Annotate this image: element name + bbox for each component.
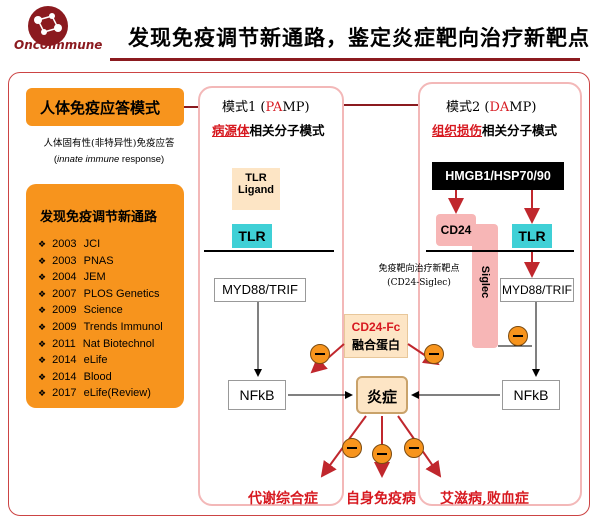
mode1-tlr: TLR [232,224,272,248]
siglec-label: Siglec [479,265,491,299]
publication-item: ❖ 2004 JEM [38,271,163,288]
publication-journal: Science [83,304,123,317]
publication-journal: eLife(Review) [83,387,151,400]
cd24-box: CD24 [436,214,476,246]
publication-item: ❖ 2003 JCI [38,238,163,255]
diamond-bullet-icon: ❖ [38,288,47,299]
response-mode-title: 人体免疫应答模式 [40,99,161,117]
discovery-title: 发现免疫调节新通路 [40,210,158,225]
target-note: 免疫靶向治疗新靶点 (CD24-Siglec) [378,264,460,288]
inhibit-minus-icon [310,344,330,364]
publication-list: ❖ 2003 JCI ❖ 2003 PNAS ❖ 2004 JEM ❖ 2007 PLOS G… [38,238,163,404]
publication-item: ❖ 2017 eLife(Review) [38,387,163,404]
discovery-panel: 发现免疫调节新通路 ❖ 2003 JCI ❖ 2003 PNAS ❖ 2004 JEM ❖ 2… [26,184,184,408]
innate-line-english: (innate immune response) [53,154,165,165]
publication-journal: PLOS Genetics [83,287,160,300]
mode2-title: 模式2 (DAMP) [446,100,537,115]
diamond-bullet-icon: ❖ [38,305,47,316]
outcome-metabolic: 代谢综合症 [248,491,318,507]
outcome-aids-sepsis: 艾滋病,败血症 [440,491,529,507]
publication-year: 2009 [52,304,77,317]
publication-year: 2003 [52,238,77,250]
cd24fc-box: CD24-Fc 融合蛋白 [344,314,408,358]
company-logo [8,4,108,56]
inhibit-minus-icon [508,326,528,346]
publication-year: 2004 [52,271,77,284]
publication-year: 2011 [52,337,76,350]
publication-year: 2014 [52,354,77,367]
diamond-bullet-icon: ❖ [38,255,47,266]
mode1-myd88-box: MYD88/TRIF [214,278,306,302]
inhibit-minus-icon [424,344,444,364]
inhibit-minus-icon [342,438,362,458]
publication-journal: JCI [83,238,101,250]
publication-year: 2017 [52,387,77,400]
publication-item: ❖ 2011 Nat Biotechnol [38,338,163,355]
mode1-title: 模式1 (PAMP) [222,100,310,115]
content-frame [8,72,590,516]
mode2-subtitle: 组织损伤相关分子模式 [432,123,558,138]
diamond-bullet-icon: ❖ [38,338,47,349]
publication-journal: Blood [83,370,112,383]
page-title: 发现免疫调节新通路，鉴定炎症靶向治疗新靶点 [128,25,590,50]
diamond-bullet-icon: ❖ [38,321,47,332]
publication-year: 2009 [52,320,77,333]
publication-year: 2014 [52,370,77,383]
publication-item: ❖ 2014 Blood [38,371,163,388]
logo-molecule-icon [28,6,68,46]
mode2-tlr: TLR [512,224,552,248]
publication-year: 2003 [52,254,77,267]
diamond-bullet-icon: ❖ [38,239,47,249]
publication-journal: Trends Immunol [83,320,163,333]
header-divider [110,58,580,61]
tlr-ligand-box: TLR Ligand [232,168,280,210]
innate-line-chinese: 人体固有性(非特异性)免疫应答 [43,138,175,149]
connector-line [342,104,418,106]
diamond-bullet-icon: ❖ [38,371,47,382]
inhibit-minus-icon [404,438,424,458]
mode2-nfkb-box: NFkB [502,380,560,410]
mode1-membrane [204,250,334,252]
mode1-subtitle: 病源体相关分子模式 [212,123,325,138]
publication-journal: JEM [83,271,106,284]
publication-item: ❖ 2003 PNAS [38,255,163,272]
publication-item: ❖ 2009 Science [38,304,163,321]
publication-item: ❖ 2009 Trends Immunol [38,321,163,338]
logo-text: Oncoimmune [14,38,103,52]
siglec-receptor [472,224,498,348]
diamond-bullet-icon: ❖ [38,272,47,283]
publication-journal: Nat Biotechnol [82,337,155,350]
response-mode-banner: 人体免疫应答模式 [26,88,184,126]
publication-journal: eLife [83,354,108,367]
inhibit-minus-icon [372,444,392,464]
publication-item: ❖ 2014 eLife [38,354,163,371]
diamond-bullet-icon: ❖ [38,388,47,399]
mode2-myd88-box: MYD88/TRIF [500,278,574,302]
diamond-bullet-icon: ❖ [38,355,47,366]
innate-response-text: 人体固有性(非特异性)免疫应答 (innate immune response) [30,136,188,168]
mode2-membrane [426,250,574,252]
outcome-autoimmune: 自身免疫病 [346,491,416,507]
mode1-nfkb-box: NFkB [228,380,286,410]
hmgb-box: HMGB1/HSP70/90 [432,162,564,190]
inflammation-box: 炎症 [356,376,408,414]
publication-item: ❖ 2007 PLOS Genetics [38,288,163,305]
publication-journal: PNAS [83,254,114,267]
publication-year: 2007 [52,287,77,300]
